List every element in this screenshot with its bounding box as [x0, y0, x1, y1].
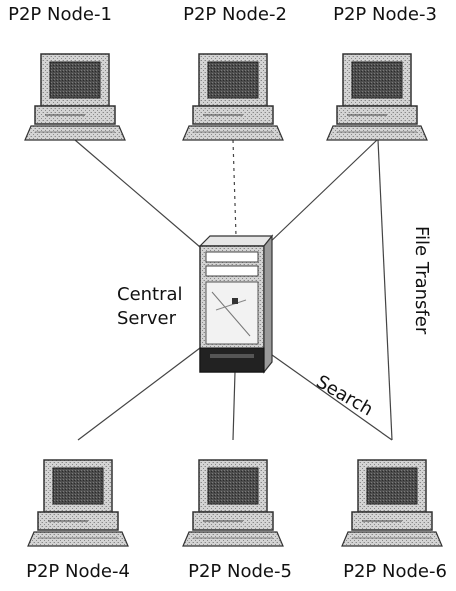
node-4-label: P2P Node-4: [18, 563, 138, 581]
node-4-computer-icon: [28, 460, 128, 546]
edge-node5-server: [233, 372, 235, 440]
node-6-label: P2P Node-6: [335, 563, 455, 581]
node-6-computer-icon: [342, 460, 442, 546]
edge-node1-server: [75, 140, 200, 247]
node-1-computer-icon: [25, 54, 125, 140]
file-transfer-edge-label: File Transfer: [412, 226, 430, 334]
edge-node4-server: [78, 348, 200, 440]
central-server-label-line1: Central: [117, 286, 183, 304]
edge-node3-node6-file-transfer: [378, 140, 392, 440]
node-2-computer-icon: [183, 54, 283, 140]
server-tower-icon: [200, 236, 272, 372]
node-5-computer-icon: [183, 460, 283, 546]
edge-node3-server: [266, 140, 377, 246]
node-1-label: P2P Node-1: [0, 6, 120, 24]
node-5-label: P2P Node-5: [180, 563, 300, 581]
central-server-label-line2: Server: [117, 310, 176, 328]
edge-node2-server: [233, 140, 236, 236]
node-3-label: P2P Node-3: [325, 6, 445, 24]
node-3-computer-icon: [327, 54, 427, 140]
node-2-label: P2P Node-2: [175, 6, 295, 24]
